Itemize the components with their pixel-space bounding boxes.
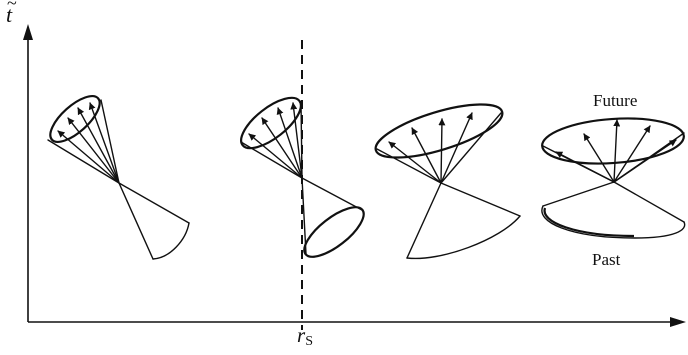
radius-subscript: S [305,334,313,349]
future-label: Future [593,91,637,111]
light-cone-1 [43,89,189,259]
time-axis-tilde: ~ [7,0,17,14]
radial-axis [28,317,686,327]
past-label: Past [592,250,620,270]
time-axis [23,24,33,322]
schwarzschild-radius-label: rS [297,323,313,350]
time-axis-label: ~ t [6,2,12,28]
radius-symbol: r [297,323,305,347]
light-cone-4 [541,114,686,238]
light-cone-3 [370,94,520,259]
